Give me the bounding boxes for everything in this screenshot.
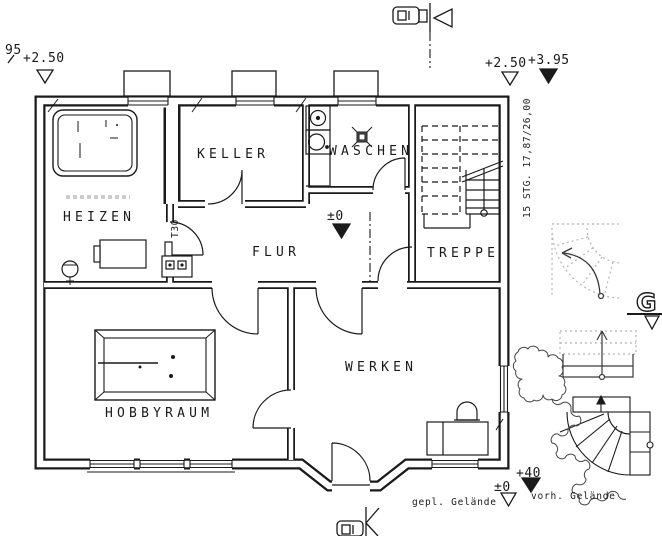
wall-break-marks [47, 97, 504, 431]
room-label-treppe: TREPPE [427, 246, 499, 261]
top-left-tick [7, 54, 15, 64]
floor-drain-icon [351, 126, 373, 148]
sink-icon [305, 129, 331, 187]
windows [87, 70, 510, 473]
faint-winder-stair-diagram [551, 223, 623, 299]
section-marker-top-icon [392, 3, 453, 32]
stair-upper-flight-dashed [421, 125, 499, 215]
room-label-keller: KELLER [197, 147, 269, 162]
room-label-waschen: WASCHEN [329, 144, 413, 159]
faint-winder-arrow [561, 247, 605, 300]
grade-marker-letter: G [636, 288, 657, 317]
level-text-terrain: +40 [516, 466, 541, 481]
faint-straight-stair-solid [562, 330, 634, 381]
level-text-top-right-a: +2.50 [485, 56, 527, 71]
terrain-label-existing: vorh. Gelände [531, 491, 616, 502]
room-label-hobbyraum: HOBBYRAUM [105, 406, 213, 421]
section-marker-bottom-icon [336, 507, 380, 536]
room-label-heizen: HEIZEN [63, 210, 135, 225]
room-label-flur: FLUR [252, 245, 300, 260]
level-marker-open-top-left [35, 69, 55, 85]
workbench [426, 401, 489, 456]
level-marker-open-entry [499, 492, 518, 508]
stair-note: 15 STG. 17,87/26,00 [522, 98, 533, 218]
level-marker-open-top-right [500, 71, 520, 87]
level-text-top-left: +2.50 [23, 51, 65, 66]
billiard-table [94, 329, 216, 401]
door-opening-patches [162, 185, 407, 493]
level-markers [7, 54, 559, 508]
grade-marker: G [627, 287, 662, 331]
room-label-werken: WERKEN [345, 360, 417, 375]
level-text-entry: ±0 [494, 480, 511, 495]
floor-drain-pot-icon [61, 260, 79, 285]
level-marker-filled-top-right [538, 68, 559, 85]
door-arcs [169, 157, 413, 486]
terrain-squiggle [512, 345, 627, 506]
terrain-label-planned: gepl. Gelände [412, 497, 497, 508]
level-text-flur: ±0 [327, 209, 344, 224]
level-text-top-left-partial: 95 [5, 43, 22, 58]
fire-door-label: T30 [170, 219, 181, 238]
boiler [93, 239, 147, 269]
stair-treppe [421, 125, 504, 229]
level-marker-filled-flur [331, 223, 352, 240]
faint-straight-stair-diagram [559, 330, 637, 355]
level-text-top-right-b: +3.95 [528, 53, 570, 68]
oil-tank [52, 109, 138, 177]
exterior-curved-stair [559, 394, 654, 476]
electric-meter [161, 241, 193, 278]
level-marker-filled-terrain [520, 477, 542, 494]
